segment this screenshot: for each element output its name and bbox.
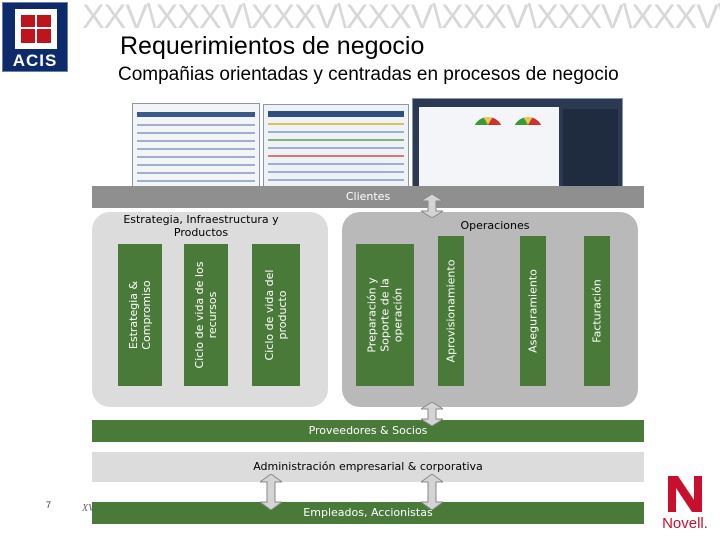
empleados-band: [92, 502, 644, 524]
decorative-pattern: XXV\XXXV\XXXV\XXXV\XXXV\XXXV\XXXV\XXXV\: [82, 0, 720, 34]
operaciones-group-title: Operaciones: [460, 219, 530, 232]
proveedores-label: Proveedores & Socios: [308, 424, 428, 437]
screenshot-thumbnail-3: [412, 98, 623, 198]
column-aprovisionamiento: Aprovisionamiento: [438, 236, 464, 386]
slide-title: Requerimientos de negocio: [120, 32, 425, 60]
column-estrategia-compromiso: Estrategia & Compromiso: [118, 244, 162, 386]
novell-logo-text: Novell.: [662, 515, 708, 532]
clientes-band: [92, 186, 644, 208]
column-ciclo-producto: Ciclo de vida del producto: [252, 244, 300, 386]
acis-logo-mark: [15, 9, 57, 49]
double-arrow-icon: [260, 474, 282, 510]
novell-logo-icon: [652, 472, 718, 534]
column-aseguramiento: Aseguramiento: [520, 236, 546, 386]
administracion-band: [92, 452, 644, 482]
double-arrow-icon: [421, 194, 443, 218]
screenshot-thumbnail-2: [263, 104, 409, 194]
page-number: 7: [46, 500, 52, 510]
column-preparacion-soporte: Preparación y Soporte de la operación: [356, 244, 414, 386]
administracion-label: Administración empresarial & corporativa: [253, 460, 483, 473]
screenshot-thumbnail-1: [132, 103, 260, 195]
column-ciclo-recursos: Ciclo de vida de los recursos: [184, 244, 228, 386]
proveedores-band: [92, 420, 644, 442]
footer-mark: XV: [82, 503, 95, 514]
estrategia-group-title: Estrategia, Infraestructura y Productos: [123, 213, 279, 239]
double-arrow-icon: [421, 402, 443, 426]
column-facturacion: Facturación: [584, 236, 610, 386]
double-arrow-icon: [421, 474, 443, 510]
empleados-label: Empleados, Accionistas: [303, 506, 433, 519]
acis-logo: ACIS: [2, 2, 68, 72]
slide-subtitle: Compañias orientadas y centradas en proc…: [118, 64, 619, 85]
acis-logo-text: ACIS: [12, 51, 58, 70]
clientes-label: Clientes: [345, 190, 391, 203]
